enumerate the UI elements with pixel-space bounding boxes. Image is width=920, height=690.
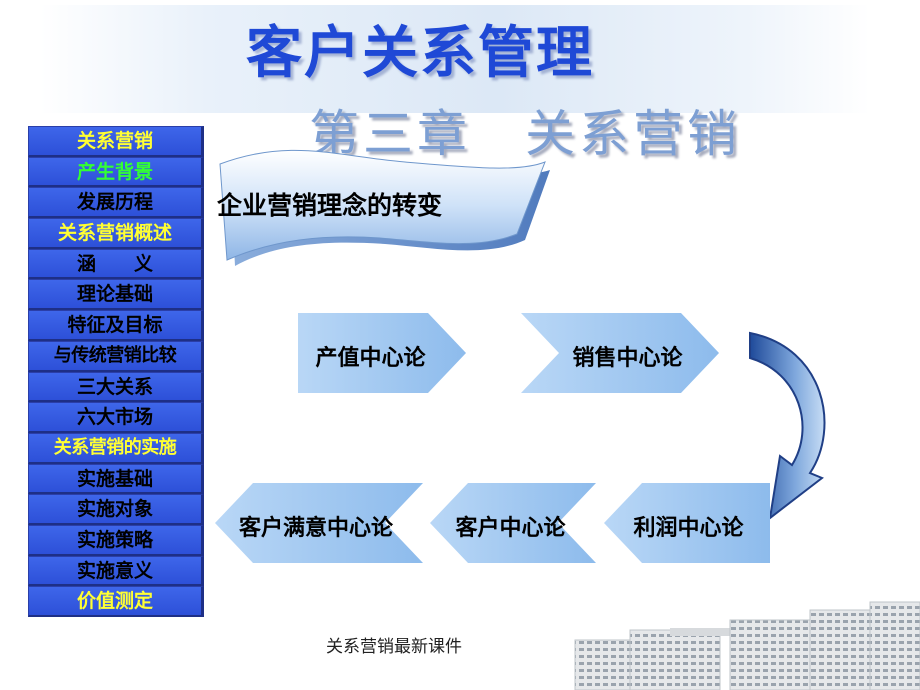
flow-step-customer-centered: 客户中心论 bbox=[455, 516, 566, 541]
chevron-shape-1 bbox=[298, 313, 466, 393]
sidebar-item-relationship-marketing[interactable]: 关系营销 bbox=[28, 126, 204, 157]
title-band bbox=[40, 5, 870, 113]
chevron-shape-4 bbox=[430, 483, 596, 563]
sidebar-item-three-relations[interactable]: 三大关系 bbox=[28, 371, 204, 403]
chevron-shape-3 bbox=[604, 483, 770, 563]
sidebar-item-background[interactable]: 产生背景 bbox=[28, 156, 204, 188]
sidebar-item-history[interactable]: 发展历程 bbox=[28, 187, 204, 219]
page-title: 客户关系管理 bbox=[246, 21, 594, 86]
sidebar-nav: 关系营销 产生背景 发展历程 关系营销概述 涵 义 理论基础 特征及目标 与传统… bbox=[28, 126, 208, 617]
banner-text: 企业营销理念的转变 bbox=[217, 191, 443, 220]
flow-step-output-centered: 产值中心论 bbox=[315, 346, 426, 371]
flow-step-profit-centered: 利润中心论 bbox=[633, 516, 744, 541]
flow-step-satisfaction-centered: 客户满意中心论 bbox=[238, 516, 393, 541]
sidebar-item-value-measure[interactable]: 价值测定 bbox=[28, 586, 204, 617]
sidebar-item-impl-significance[interactable]: 实施意义 bbox=[28, 555, 204, 587]
buildings-illustration bbox=[574, 601, 920, 690]
sidebar-item-impl-target[interactable]: 实施对象 bbox=[28, 494, 204, 525]
sidebar-item-theory[interactable]: 理论基础 bbox=[28, 279, 204, 311]
sidebar-item-meaning[interactable]: 涵 义 bbox=[28, 248, 204, 280]
chevron-shape-5 bbox=[215, 483, 423, 563]
sidebar-item-impl-basis[interactable]: 实施基础 bbox=[28, 463, 204, 495]
chapter-title: 第三章 关系营销 bbox=[309, 105, 741, 163]
sidebar-item-six-markets[interactable]: 六大市场 bbox=[28, 402, 204, 433]
sidebar-item-implementation[interactable]: 关系营销的实施 bbox=[28, 432, 204, 464]
wavy-banner-shape bbox=[219, 149, 550, 266]
sidebar-item-overview[interactable]: 关系营销概述 bbox=[28, 218, 204, 249]
footer-text: 关系营销最新课件 bbox=[326, 637, 462, 657]
flow-step-sales-centered: 销售中心论 bbox=[572, 346, 683, 371]
sidebar-item-impl-strategy[interactable]: 实施策略 bbox=[28, 524, 204, 556]
curved-arrow-icon bbox=[749, 331, 826, 521]
sidebar-item-comparison[interactable]: 与传统营销比较 bbox=[28, 340, 204, 372]
sidebar-item-features[interactable]: 特征及目标 bbox=[28, 310, 204, 341]
chevron-shape-2 bbox=[521, 313, 719, 393]
